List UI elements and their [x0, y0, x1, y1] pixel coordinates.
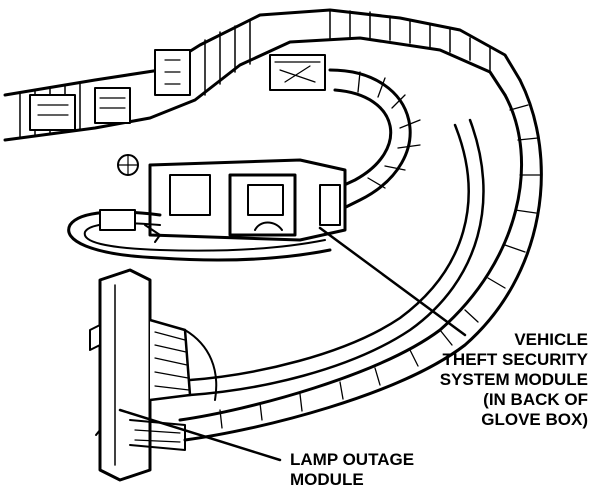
main-harness: [3, 8, 522, 142]
vtss-module: [117, 154, 347, 242]
harness-connector: [269, 54, 326, 91]
vtss-leader-line: [318, 226, 467, 337]
lamp-leader-line: [118, 408, 282, 462]
callout-line: (IN BACK OF: [483, 390, 588, 409]
lamp-outage-module: [89, 268, 218, 482]
lamp-outage-callout: LAMP OUTAGE MODULE: [290, 450, 414, 490]
callout-line: SYSTEM MODULE: [439, 370, 588, 389]
callout-line: THEFT SECURITY: [442, 350, 588, 369]
left-pigtail: [67, 209, 332, 262]
vtss-callout: VEHICLE THEFT SECURITY SYSTEM MODULE (IN…: [440, 330, 588, 430]
harness-connector: [29, 94, 76, 131]
harness-connector: [94, 87, 131, 124]
callout-line: MODULE: [290, 470, 364, 489]
callout-line: LAMP OUTAGE: [290, 450, 415, 469]
callout-line: GLOVE BOX): [481, 410, 588, 429]
callout-line: VEHICLE: [514, 330, 588, 349]
pigtail-connector: [99, 209, 136, 231]
